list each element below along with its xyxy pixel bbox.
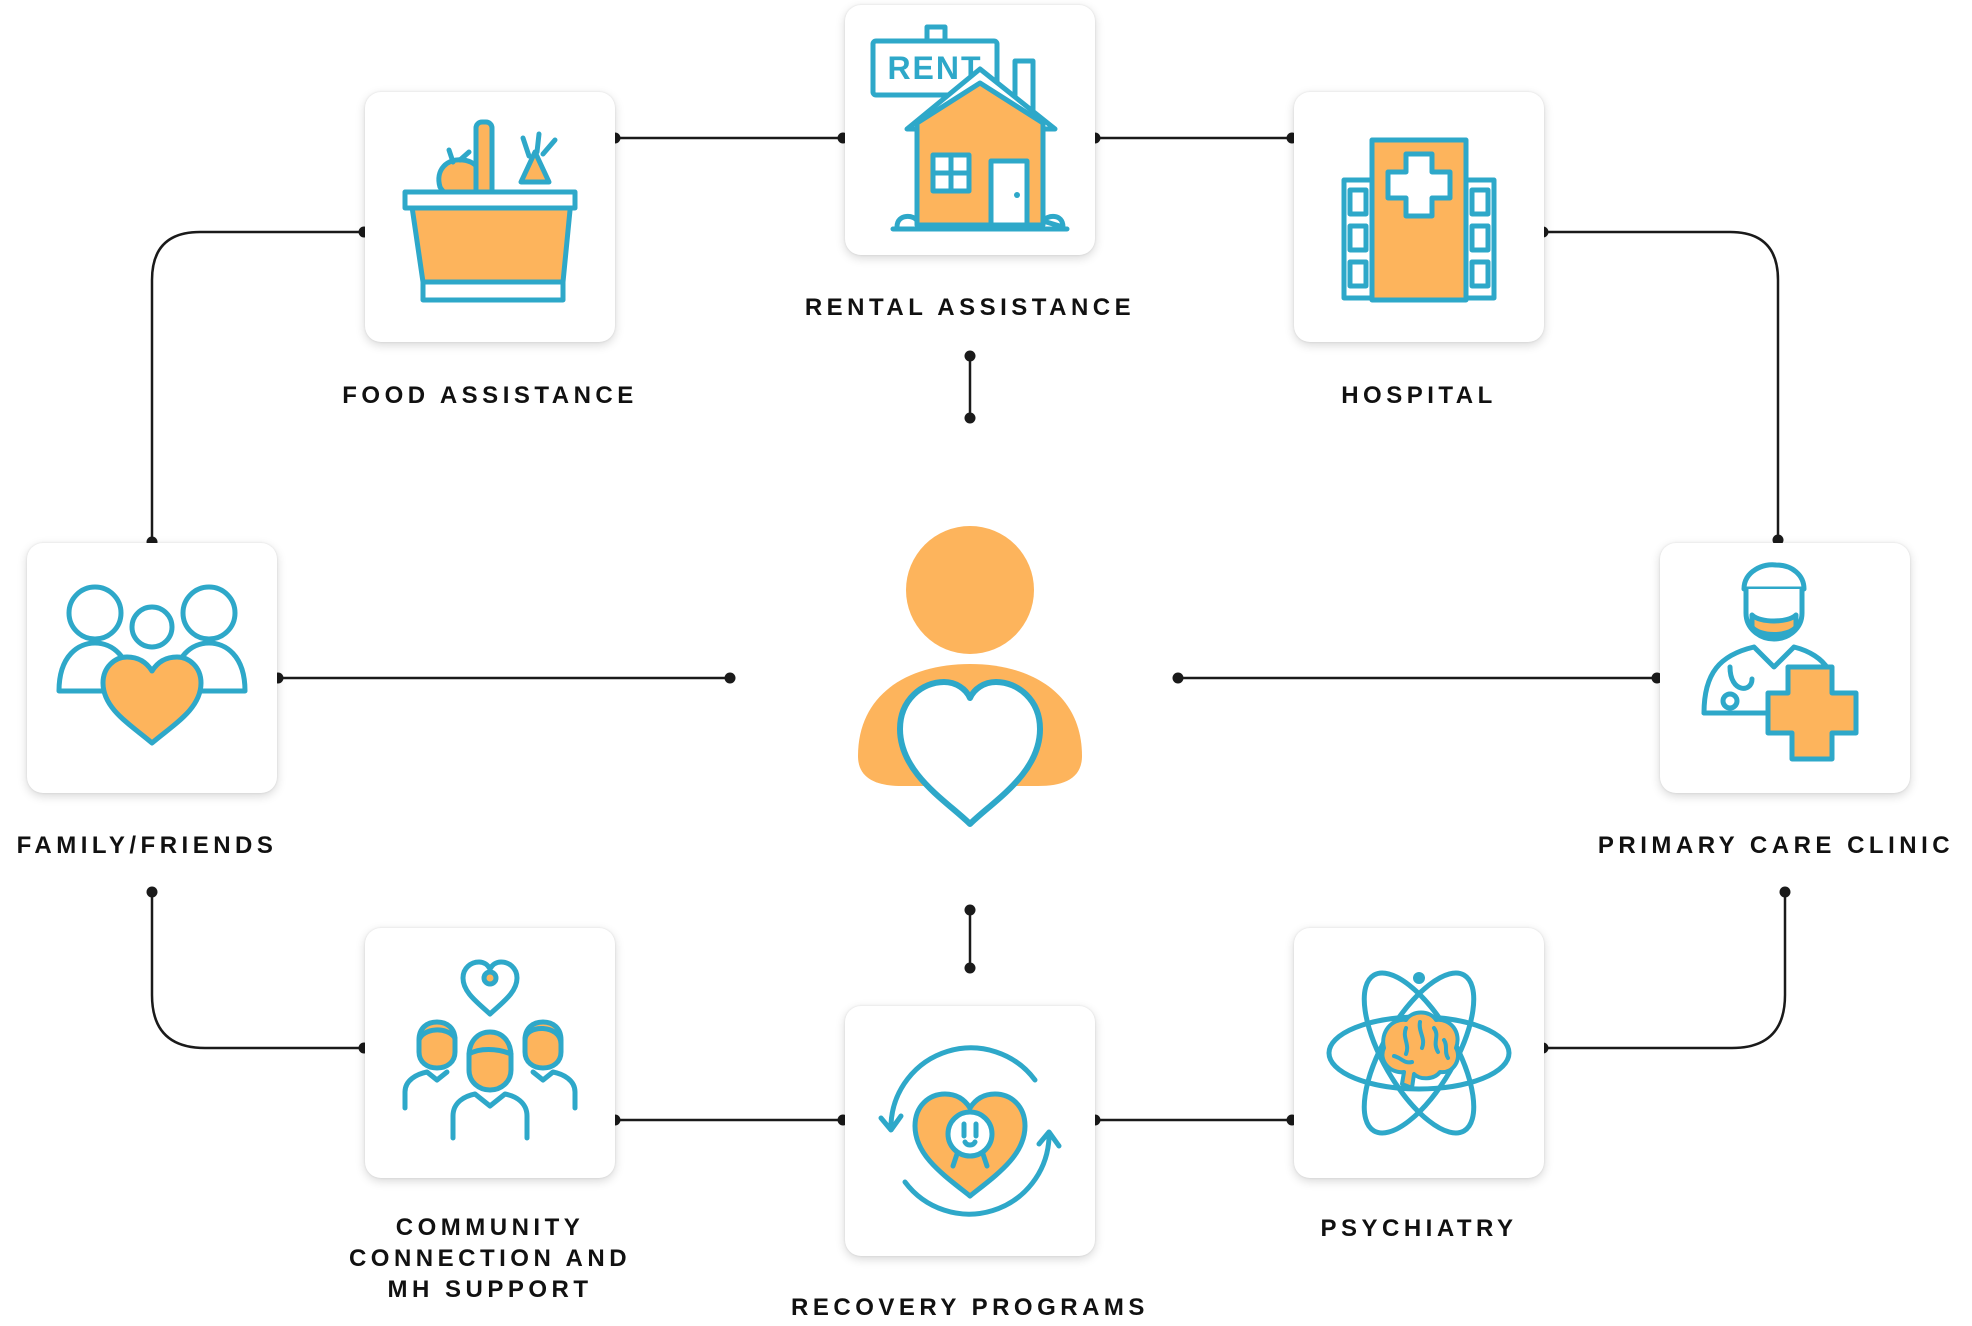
community-label-line-2: CONNECTION AND (348, 1245, 632, 1272)
link-primary-psychiatry (1543, 892, 1787, 1050)
person-with-heart-icon (858, 526, 1082, 827)
hospital-card (1294, 92, 1544, 342)
community-group-icon (402, 959, 578, 1141)
psychiatry-card (1294, 928, 1544, 1178)
psychiatry-label: PSYCHIATRY (1320, 1215, 1518, 1242)
rental-assistance-card: RENT (845, 5, 1095, 255)
community-label-line-1: COMMUNITY (395, 1214, 585, 1241)
family-friends-card (27, 543, 277, 793)
doctor-cross-icon (1701, 562, 1859, 762)
brain-atom-icon (1326, 970, 1512, 1136)
recovery-programs-card (845, 1006, 1095, 1256)
primary-care-clinic-card (1660, 543, 1910, 793)
hospital-label: HOSPITAL (1341, 382, 1497, 409)
family-heart-icon (56, 584, 248, 746)
recovery-programs-label: RECOVERY PROGRAMS (791, 1294, 1149, 1321)
hospital-building-icon (1341, 137, 1497, 303)
food-assistance-label: FOOD ASSISTANCE (342, 382, 638, 409)
community-connection-label: COMMUNITY CONNECTION AND MH SUPPORT (300, 1212, 680, 1305)
link-family-community (150, 892, 364, 1050)
food-assistance-card (365, 92, 615, 342)
primary-care-clinic-label: PRIMARY CARE CLINIC (1597, 832, 1955, 859)
recovery-cycle-heart-icon (878, 1045, 1062, 1217)
rental-assistance-label: RENTAL ASSISTANCE (804, 294, 1136, 321)
grocery-basket-icon (402, 119, 578, 303)
family-friends-label: FAMILY/FRIENDS (16, 832, 278, 859)
link-hospital-primary (1543, 230, 1780, 540)
community-connection-card (365, 928, 615, 1178)
community-label-line-3: MH SUPPORT (387, 1276, 593, 1303)
rent-house-icon: RENT (870, 24, 1070, 232)
link-food-family (150, 230, 364, 542)
